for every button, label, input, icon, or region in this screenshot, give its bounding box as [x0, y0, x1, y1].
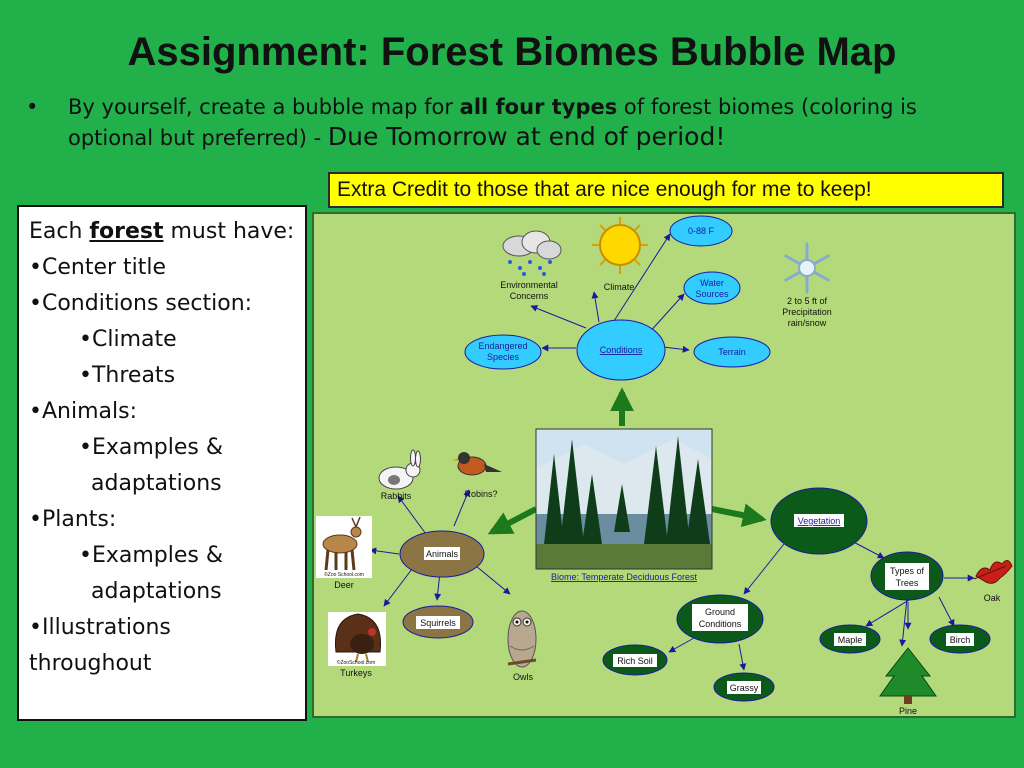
- water-line1: Water: [700, 278, 724, 288]
- squirrels-label: Squirrels: [420, 618, 456, 628]
- types-line2: Trees: [896, 578, 919, 588]
- vegetation-hub-label: Vegetation: [798, 516, 841, 526]
- sun-icon: [592, 217, 648, 274]
- intro-pre: Each: [29, 219, 90, 244]
- terrain-bubble: [693, 336, 771, 368]
- due-date-text: Due Tomorrow at end of period!: [327, 122, 726, 151]
- forest-photo: [535, 428, 713, 570]
- birch-label: Birch: [950, 635, 971, 645]
- rich-soil-label: Rich Soil: [617, 656, 653, 666]
- slide-title: Assignment: Forest Biomes Bubble Map: [127, 30, 897, 74]
- deer-credit: ©Zoo School.com: [324, 571, 364, 578]
- intro-post: must have:: [170, 219, 295, 244]
- bubble-map-panel: Biome: Temperate Deciduous Forest Enviro…: [312, 212, 1016, 718]
- owl-icon: [507, 610, 537, 668]
- ground-line2: Conditions: [699, 619, 742, 629]
- env-concerns-line1: Environmental: [500, 280, 558, 290]
- req-subitem: •Threats: [79, 363, 176, 388]
- ground-line1: Ground: [705, 607, 735, 617]
- instruction-part1: By yourself, create a bubble map for: [68, 95, 460, 119]
- climate-label: Climate: [604, 282, 635, 292]
- instruction-text: By yourself, create a bubble map for all…: [68, 92, 1008, 153]
- env-concerns-line2: Concerns: [510, 291, 549, 301]
- precip-line1: 2 to 5 ft of: [787, 296, 828, 306]
- conditions-group: Environmental Concerns Climate 0-88 F Wa…: [464, 215, 832, 381]
- precip-line3: rain/snow: [788, 318, 827, 328]
- snowflake-icon: [784, 242, 830, 294]
- robin-icon: [452, 452, 502, 476]
- oak-leaf-icon: [973, 560, 1013, 584]
- deer-label: Deer: [334, 580, 354, 590]
- precip-line2: Precipitation: [782, 307, 832, 317]
- conditions-hub-label: Conditions: [600, 345, 643, 355]
- terrain-label: Terrain: [718, 347, 746, 357]
- vegetation-group: Vegetation Types of Trees Ground Conditi…: [602, 487, 1013, 716]
- oak-label: Oak: [984, 593, 1001, 603]
- water-sources-bubble: [683, 271, 741, 305]
- req-subitem: •Examples &: [79, 435, 224, 460]
- temp-label: 0-88 F: [688, 226, 715, 236]
- pine-label: Pine: [899, 706, 917, 716]
- rain-cloud-icon: [502, 230, 562, 276]
- rabbits-label: Rabbits: [381, 491, 412, 501]
- conditions-hub-bubble: [576, 319, 666, 381]
- robins-label: Robins?: [464, 489, 497, 499]
- req-item: •Conditions section:: [29, 291, 253, 316]
- req-item: •Center title: [29, 255, 167, 280]
- intro-bold: forest: [89, 219, 164, 244]
- bubble-map-diagram: Biome: Temperate Deciduous Forest Enviro…: [316, 215, 1013, 716]
- endangered-bubble: [464, 334, 542, 370]
- req-subitem: •Climate: [79, 327, 177, 352]
- req-item: •Animals:: [29, 399, 137, 424]
- endangered-line1: Endangered: [478, 341, 527, 351]
- center-caption: Biome: Temperate Deciduous Forest: [551, 572, 697, 582]
- requirements-box: Each forest must have: •Center title •Co…: [17, 205, 307, 721]
- animals-group: Rabbits Robins? ©Zoo School.com: [316, 449, 537, 682]
- turkey-credit: ©ZooSchool.com: [337, 659, 375, 666]
- req-subitem-cont: adaptations: [91, 579, 222, 604]
- requirements-intro: Each forest must have:: [29, 214, 295, 250]
- grassy-label: Grassy: [730, 683, 759, 693]
- req-item: •Illustrations throughout: [29, 615, 171, 676]
- turkey-icon: [328, 612, 386, 666]
- owls-label: Owls: [513, 672, 533, 682]
- main-arrows: [487, 387, 767, 535]
- req-item: •Plants:: [29, 507, 117, 532]
- animals-hub-label: Animals: [426, 549, 459, 559]
- water-line2: Sources: [695, 289, 729, 299]
- req-subitem-cont: adaptations: [91, 471, 222, 496]
- deer-icon: [316, 516, 372, 578]
- turkeys-label: Turkeys: [340, 668, 372, 678]
- req-subitem: •Examples &: [79, 543, 224, 568]
- pine-tree-icon: [879, 647, 937, 704]
- instruction-bold: all four types: [459, 95, 618, 119]
- instruction-part2: of forest biomes (coloring is optional b…: [68, 95, 917, 150]
- endangered-line2: Species: [487, 352, 520, 362]
- bullet-marker: •: [26, 95, 39, 119]
- maple-label: Maple: [838, 635, 863, 645]
- rabbit-icon: [378, 449, 421, 490]
- temp-bubble: [669, 215, 733, 247]
- extra-credit-banner: Extra Credit to those that are nice enou…: [328, 172, 1004, 208]
- types-line1: Types of: [890, 566, 925, 576]
